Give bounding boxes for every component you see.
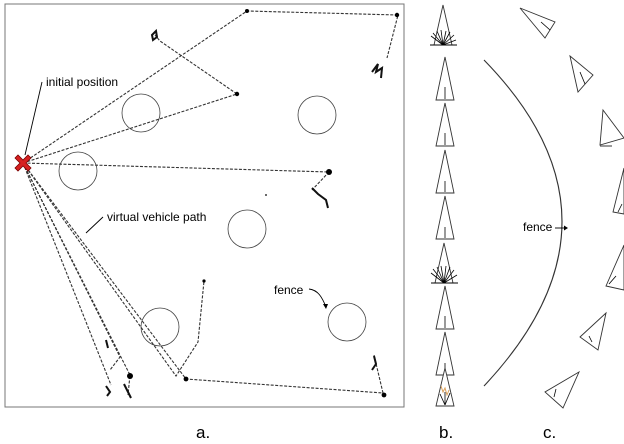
fence-arc xyxy=(483,59,563,387)
endpoint-clusters xyxy=(105,28,384,399)
initial-position-label: initial position xyxy=(46,75,118,89)
path-segment xyxy=(22,162,131,396)
endpoint-dot xyxy=(265,194,267,196)
endpoint-scribble xyxy=(105,385,112,397)
vehicle-triangle xyxy=(579,311,607,351)
heading-triangle xyxy=(435,102,455,147)
vehicle-triangle xyxy=(544,370,580,409)
endpoint-scribble xyxy=(371,63,384,79)
endpoint-scribble xyxy=(105,339,109,349)
arena-border xyxy=(4,3,405,408)
heading-triangle xyxy=(435,367,455,407)
endpoint-dot xyxy=(183,376,189,382)
vehicle-path-pointer xyxy=(85,216,104,234)
fence-label: fence xyxy=(523,220,553,234)
endpoint-dot xyxy=(127,373,133,379)
panel-label: b. xyxy=(439,423,453,442)
endpoint-dot xyxy=(245,9,249,13)
heading-triangle xyxy=(435,149,455,194)
heading-triangle xyxy=(430,4,457,46)
vehicle-triangles xyxy=(519,7,624,409)
panel-a: initial position virtual vehicle path fe… xyxy=(4,3,405,442)
endpoint-dots xyxy=(127,9,400,398)
vehicle-triangle xyxy=(569,54,594,93)
endpoint-dot xyxy=(234,91,240,97)
heading-triangle xyxy=(430,242,458,284)
vehicle-triangle xyxy=(599,108,624,146)
heading-stroke xyxy=(579,71,586,85)
endpoint-scribble xyxy=(311,187,329,209)
path-segment xyxy=(22,10,399,164)
vehicle-path-label: virtual vehicle path xyxy=(107,210,206,224)
fence-circle xyxy=(140,307,180,347)
vehicle-triangle xyxy=(519,7,556,39)
path-segment xyxy=(22,162,331,191)
path-segment xyxy=(22,162,121,371)
endpoint-dot xyxy=(381,392,387,398)
initial-position-pointer xyxy=(24,81,43,156)
fence-pointer-arrowhead xyxy=(323,304,328,309)
heading-triangle xyxy=(435,56,455,101)
heading-triangle xyxy=(435,195,455,240)
panel-c: fence c. xyxy=(483,7,624,442)
initial-position-marker xyxy=(14,154,32,172)
fence-circle xyxy=(327,302,367,342)
heading-triangle xyxy=(435,285,455,330)
endpoint-dot xyxy=(394,12,400,18)
path-segment xyxy=(22,162,384,394)
endpoint-scribble xyxy=(150,28,159,42)
vehicle-triangle xyxy=(605,244,624,291)
fence-circle xyxy=(121,93,161,133)
panel-label: a. xyxy=(196,423,210,442)
endpoint-scribble xyxy=(123,383,132,399)
vehicle-triangle xyxy=(612,167,624,215)
path-segment xyxy=(22,162,112,386)
endpoint-dot xyxy=(326,169,332,175)
heading-stroke xyxy=(540,21,551,31)
vehicle-paths xyxy=(22,10,399,396)
endpoint-dot xyxy=(202,279,206,283)
path-segment xyxy=(22,162,205,377)
heading-stroke xyxy=(617,203,623,213)
endpoint-scribble xyxy=(371,355,378,371)
fence-circle xyxy=(58,151,98,191)
path-segment xyxy=(22,34,239,164)
fence-circle xyxy=(227,209,267,249)
fence-label: fence xyxy=(274,283,304,297)
heading-stroke xyxy=(608,275,617,285)
heading-stroke xyxy=(588,335,593,343)
fence-circle xyxy=(297,95,337,135)
heading-stroke xyxy=(553,388,557,398)
fence-circles xyxy=(58,93,367,347)
panel-b: b. xyxy=(430,4,458,442)
panel-label: c. xyxy=(543,423,556,442)
fence-pointer-arrowhead xyxy=(564,225,568,231)
